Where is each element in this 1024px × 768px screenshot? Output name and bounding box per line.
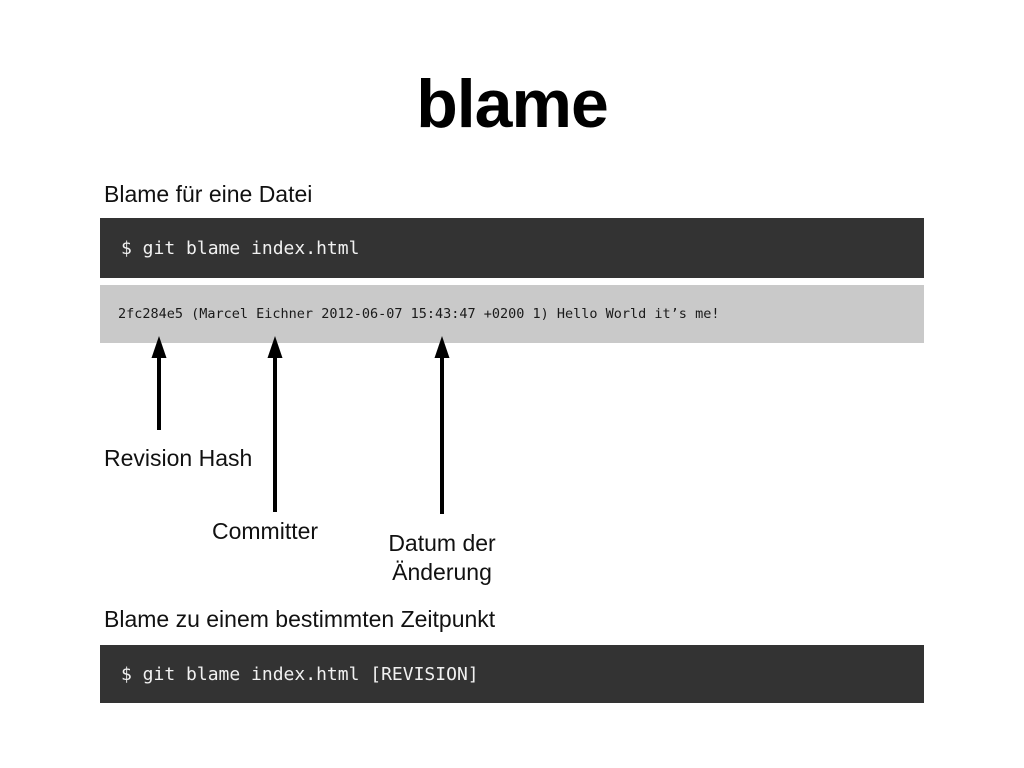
datum-arrow-icon: [434, 336, 450, 514]
terminal-command-blame-revision: $ git blame index.html [REVISION]: [100, 645, 924, 703]
annotation-label-committer: Committer: [212, 518, 319, 544]
committer-arrow-icon: [267, 336, 283, 512]
annotation-label-datum-der-aenderung: Datum der Änderung: [388, 530, 496, 585]
terminal-command-blame: $ git blame index.html: [100, 218, 924, 278]
section-label-blame-file: Blame für eine Datei: [104, 181, 313, 207]
section-label-blame-zeitpunkt: Blame zu einem bestimmten Zeitpunkt: [104, 606, 496, 632]
revision-hash-arrow-icon: [151, 336, 167, 430]
annotation-label-revision-hash: Revision Hash: [104, 445, 253, 471]
blame-output-line: 2fc284e5 (Marcel Eichner 2012-06-07 15:4…: [100, 285, 924, 343]
slide-title: blame: [416, 66, 609, 142]
